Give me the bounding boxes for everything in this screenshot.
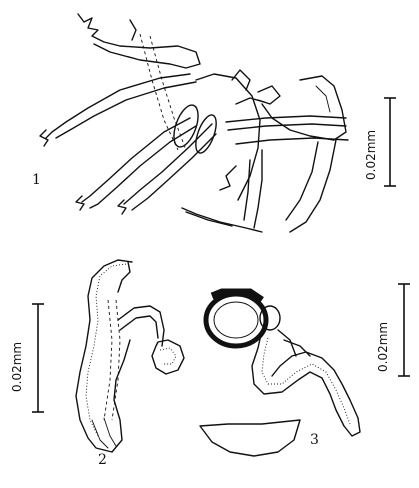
scale-bar-1-label: 0.02mm <box>364 129 378 180</box>
scale-bar-1 <box>384 97 396 187</box>
scale-bar-2-label: 0.02mm <box>10 341 24 392</box>
scale-bar-3 <box>398 283 410 377</box>
scale-bar-3-label: 0.02mm <box>376 321 390 372</box>
figure-label-1: 1 <box>32 172 41 188</box>
scale-bar-2 <box>32 303 44 413</box>
figure-label-2: 2 <box>98 452 107 468</box>
figure-3-drawing <box>199 288 361 457</box>
figure-label-3: 3 <box>310 432 319 448</box>
figure-2-drawing <box>75 259 185 453</box>
figure-1-drawing <box>39 13 349 233</box>
